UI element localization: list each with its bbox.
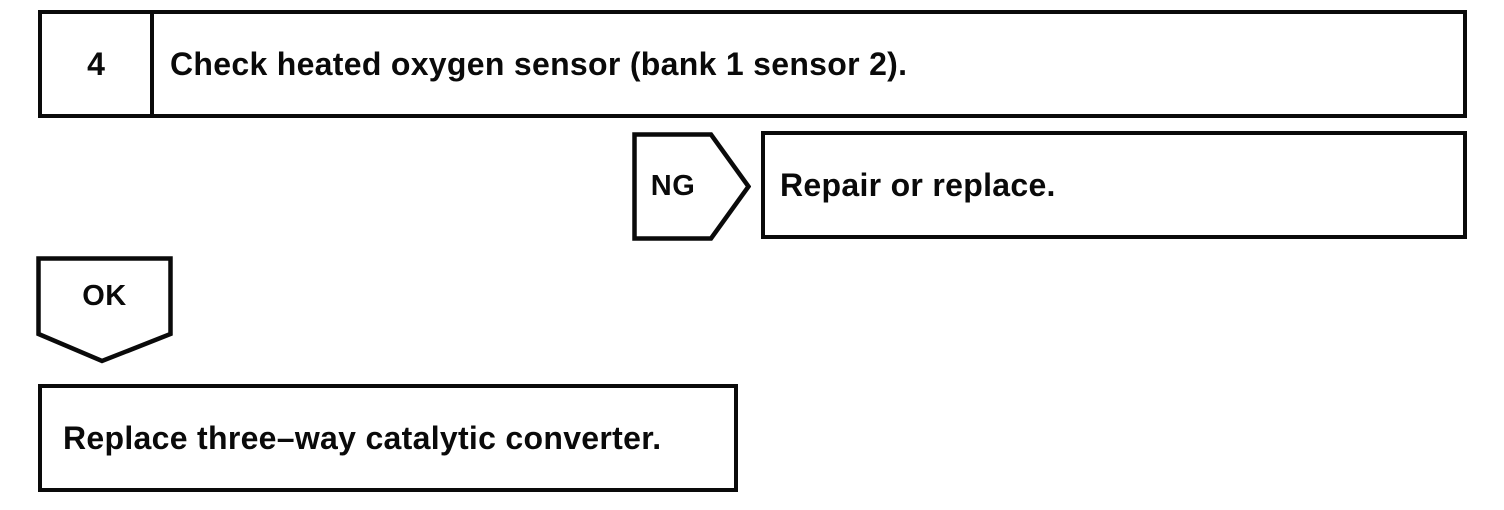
ng-action-text: Repair or replace. <box>780 166 1056 203</box>
ok-action-text: Replace three–way catalytic converter. <box>63 419 662 456</box>
step-title: Check heated oxygen sensor (bank 1 senso… <box>170 45 908 82</box>
step-number: 4 <box>42 14 154 114</box>
ok-connector-label: OK <box>82 279 127 312</box>
step-box: 4 Check heated oxygen sensor (bank 1 sen… <box>38 10 1467 118</box>
ng-action-box: Repair or replace. <box>761 131 1467 239</box>
ok-action-box: Replace three–way catalytic converter. <box>38 384 738 492</box>
ng-arrow-icon <box>632 132 751 241</box>
ok-arrow-icon <box>36 256 173 364</box>
ng-connector: NG <box>632 132 751 241</box>
ok-connector: OK <box>36 256 173 364</box>
ng-connector-label: NG <box>650 170 696 202</box>
